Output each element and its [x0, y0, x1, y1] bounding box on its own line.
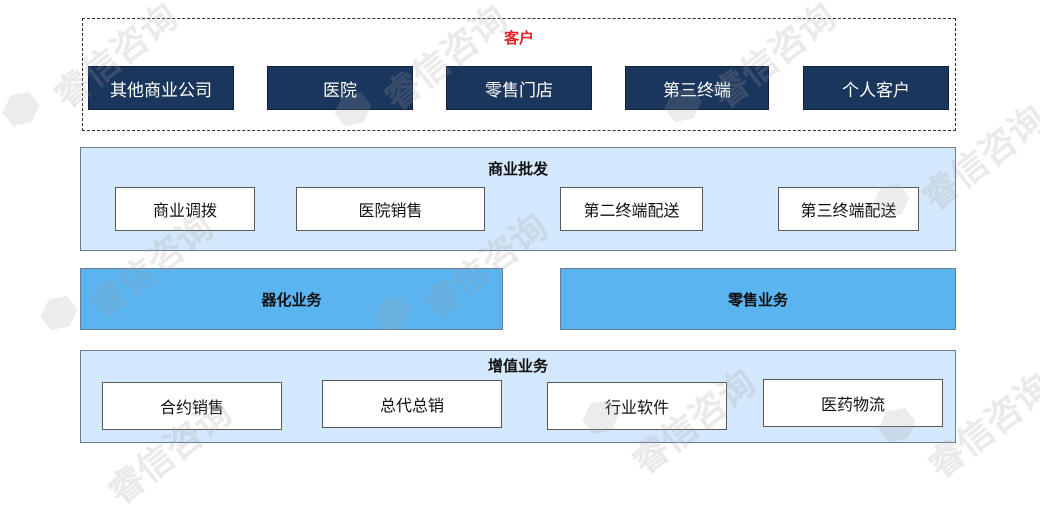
value-added-pharma-logistics: 医药物流: [763, 379, 943, 427]
value-added-contract-sales: 合约销售: [102, 382, 282, 430]
value-added-title: 增值业务: [487, 357, 548, 375]
commercial-wholesale-title: 商业批发: [487, 160, 548, 178]
customer-title: 客户: [503, 29, 534, 47]
wholesale-third-terminal-delivery: 第三终端配送: [778, 187, 919, 231]
retail-business-box: 零售业务: [560, 268, 956, 330]
value-added-general-agency: 总代总销: [322, 380, 502, 428]
watermark-logo-icon: [0, 85, 45, 133]
wholesale-second-terminal-delivery: 第二终端配送: [560, 187, 703, 231]
watermark-logo-icon: [35, 289, 83, 337]
customer-other-commercial: 其他商业公司: [88, 66, 234, 110]
customer-individual: 个人客户: [803, 66, 949, 110]
device-business-box: 器化业务: [80, 268, 503, 330]
customer-section: 客户: [82, 18, 956, 131]
wholesale-hospital-sales: 医院销售: [296, 187, 485, 231]
wholesale-commercial-transfer: 商业调拨: [115, 187, 255, 231]
customer-third-terminal: 第三终端: [625, 66, 769, 110]
customer-hospital: 医院: [267, 66, 413, 110]
value-added-industry-software: 行业软件: [547, 382, 727, 430]
customer-retail-store: 零售门店: [446, 66, 592, 110]
